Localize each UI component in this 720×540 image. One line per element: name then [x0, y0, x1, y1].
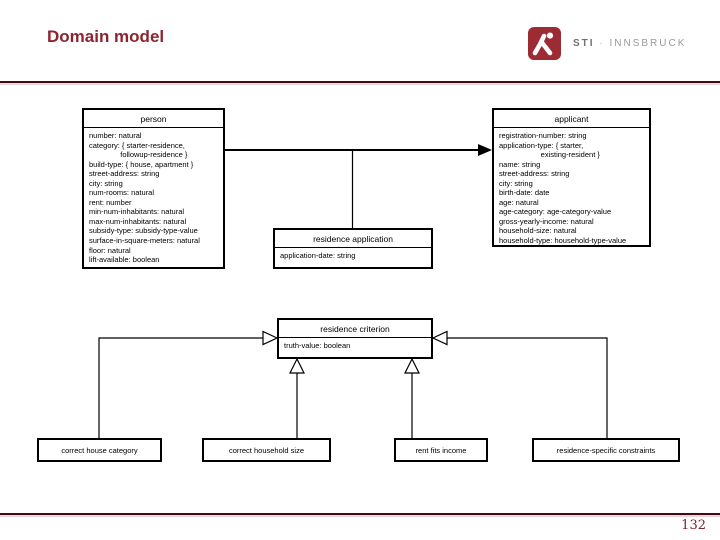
class-residence-application-title: residence application — [275, 230, 431, 248]
class-correct-house-category: correct house category — [37, 438, 162, 462]
class-residence-criterion: residence criterion truth-value: boolean — [277, 318, 433, 359]
page-title: Domain model — [47, 27, 165, 46]
class-person: person number: natural category: { start… — [82, 108, 225, 269]
header-rule-light — [0, 83, 720, 85]
class-applicant-title: applicant — [494, 110, 649, 128]
filled-arrowhead-icon — [478, 144, 492, 156]
open-arrowhead-up-right-icon — [404, 357, 420, 374]
footer-rule-light — [0, 515, 720, 517]
class-correct-household-size: correct household size — [202, 438, 331, 462]
class-residence-application-attributes: application-date: string — [280, 251, 356, 260]
header-rule-dark — [0, 81, 720, 83]
sti-innsbruck-logo: STI · INNSBRUCK — [528, 27, 686, 60]
class-person-title: person — [84, 110, 223, 128]
running-person-icon — [532, 32, 554, 56]
class-residence-criterion-title: residence criterion — [279, 320, 431, 338]
class-residence-specific-constraints: residence-specific constraints — [532, 438, 680, 462]
logo-text-separator: · — [599, 38, 605, 49]
class-residence-criterion-attributes: truth-value: boolean — [284, 341, 351, 350]
logo-text-sti: STI — [573, 38, 595, 49]
open-arrowhead-up-left-icon — [289, 357, 305, 374]
class-person-attributes: number: natural category: { starter-resi… — [89, 131, 200, 265]
logo-wordmark: STI · INNSBRUCK — [573, 38, 686, 49]
open-arrowhead-left-icon — [262, 330, 279, 346]
class-residence-application: residence application application-date: … — [273, 228, 433, 269]
class-applicant: applicant registration-number: string ap… — [492, 108, 651, 247]
generalization-house-category — [98, 337, 263, 438]
class-rent-fits-income: rent fits income — [394, 438, 488, 462]
class-applicant-attributes: registration-number: string application-… — [499, 131, 627, 246]
page-number: 132 — [681, 518, 706, 533]
sti-logo-mark — [528, 27, 561, 60]
footer-rule-dark — [0, 513, 720, 515]
open-arrowhead-right-icon — [431, 330, 448, 346]
logo-text-city: INNSBRUCK — [609, 38, 687, 49]
generalization-residence-specific — [447, 337, 608, 438]
